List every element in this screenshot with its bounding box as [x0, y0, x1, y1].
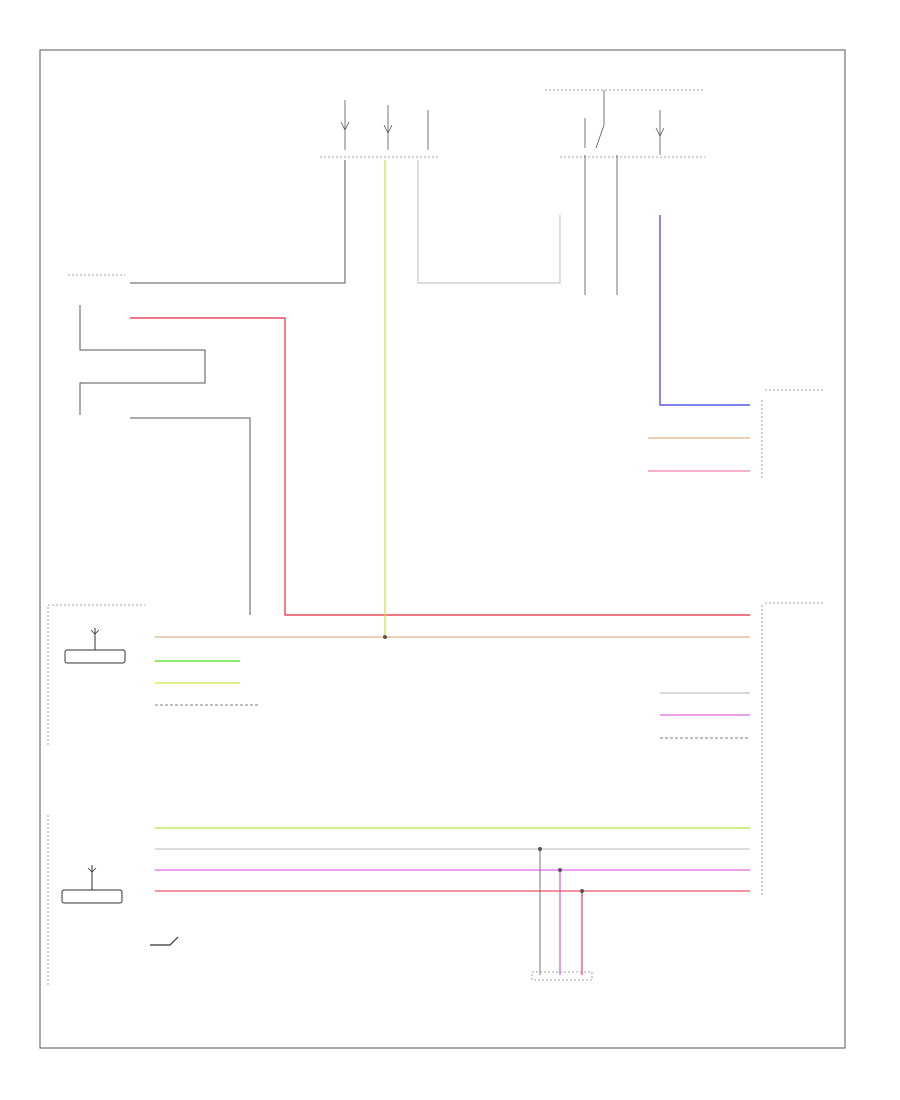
fuse-box-left: [320, 100, 440, 158]
splice-magenta: [558, 868, 562, 872]
wire-red: [130, 317, 750, 616]
wire-black-top: [130, 160, 346, 284]
wire-black-3: [130, 417, 251, 615]
wire-blue: [659, 215, 750, 406]
ignition-relay: [584, 90, 665, 215]
fuse-box-right: [545, 89, 705, 158]
front-antenna-module: [47, 604, 145, 745]
wire-black-2: [79, 305, 206, 415]
diagram-frame: [39, 49, 846, 1049]
rear-antenna-module: [47, 815, 179, 985]
engine-control-module: [761, 389, 825, 480]
splice-yellow: [383, 635, 387, 639]
keyless-control-unit: [761, 602, 825, 895]
joint-connector: [531, 971, 593, 981]
splice-gray: [538, 847, 542, 851]
wire-gray-top: [417, 160, 561, 284]
splice-red: [580, 889, 584, 893]
